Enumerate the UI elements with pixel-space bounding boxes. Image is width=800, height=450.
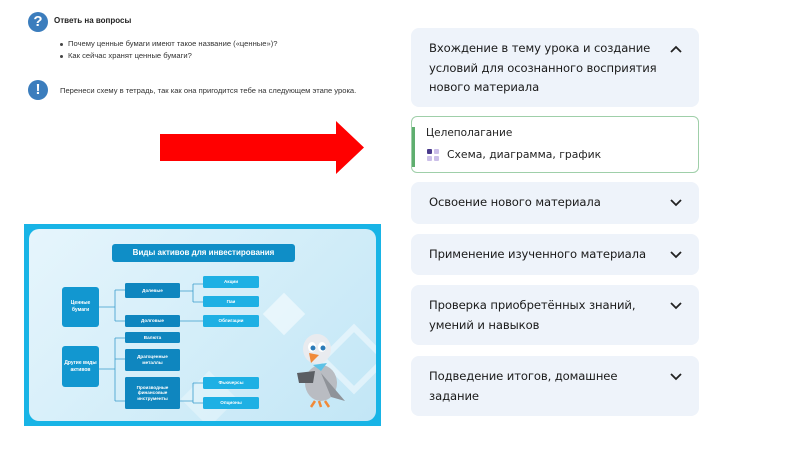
chevron-up-icon[interactable]	[670, 45, 682, 53]
questions-title: Ответь на вопросы	[54, 16, 132, 25]
accent-bar	[412, 127, 415, 167]
section-title: Вхождение в тему урока и создание услови…	[429, 41, 657, 94]
material-link[interactable]: Схема, диаграмма, график	[447, 148, 602, 161]
chevron-down-icon[interactable]	[670, 199, 682, 207]
node-derivatives: Производные финансовые инструменты	[125, 377, 180, 409]
node-units: Паи	[203, 296, 259, 307]
eagle-mascot-icon	[297, 334, 345, 408]
question-item: Как сейчас хранят ценные бумаги?	[60, 50, 277, 62]
assets-infographic: Виды активов для инвестирования Ценные б…	[24, 224, 381, 426]
section-title: Подведение итогов, домашнее задание	[429, 369, 618, 403]
accordion-section-application[interactable]: Применение изученного материала	[411, 234, 699, 275]
node-options: Опционы	[203, 397, 259, 409]
accordion-section-new-material[interactable]: Освоение нового материала	[411, 182, 699, 224]
red-arrow-right-icon	[160, 121, 364, 174]
node-securities: Ценные бумаги	[62, 287, 99, 327]
node-equity: Долевые	[125, 283, 180, 298]
chevron-down-icon[interactable]	[670, 302, 682, 310]
section-title: Освоение нового материала	[429, 195, 601, 209]
infographic-title: Виды активов для инвестирования	[112, 244, 295, 262]
chevron-down-icon[interactable]	[670, 373, 682, 381]
question-icon: ?	[28, 12, 48, 32]
note-text: Перенеси схему в тетрадь, так как она пр…	[60, 86, 357, 95]
questions-list: Почему ценные бумаги имеют такое названи…	[60, 38, 277, 62]
node-shares: Акции	[203, 276, 259, 288]
infographic-canvas: Виды активов для инвестирования Ценные б…	[29, 229, 376, 421]
node-debt: Долговые	[125, 315, 180, 327]
node-other-assets: Другие виды активов	[62, 346, 99, 387]
question-item: Почему ценные бумаги имеют такое названи…	[60, 38, 277, 50]
node-currency: Валюта	[125, 332, 180, 343]
accordion-section-knowledge-check[interactable]: Проверка приобретённых знаний, умений и …	[411, 285, 699, 345]
goal-setting-panel: Целеполагание Схема, диаграмма, график	[411, 116, 699, 173]
grid-icon	[427, 149, 439, 161]
exclamation-icon: !	[28, 80, 48, 100]
node-bonds: Облигации	[203, 315, 259, 327]
chevron-down-icon[interactable]	[670, 251, 682, 259]
node-futures: Фьючерсы	[203, 377, 259, 389]
section-title: Применение изученного материала	[429, 247, 646, 261]
node-precious-metals: Драгоценные металлы	[125, 349, 180, 371]
accordion-section-intro[interactable]: Вхождение в тему урока и создание услови…	[411, 28, 699, 107]
goal-setting-label: Целеполагание	[426, 127, 513, 139]
accordion-section-summary[interactable]: Подведение итогов, домашнее задание	[411, 356, 699, 416]
section-title: Проверка приобретённых знаний, умений и …	[429, 298, 636, 332]
